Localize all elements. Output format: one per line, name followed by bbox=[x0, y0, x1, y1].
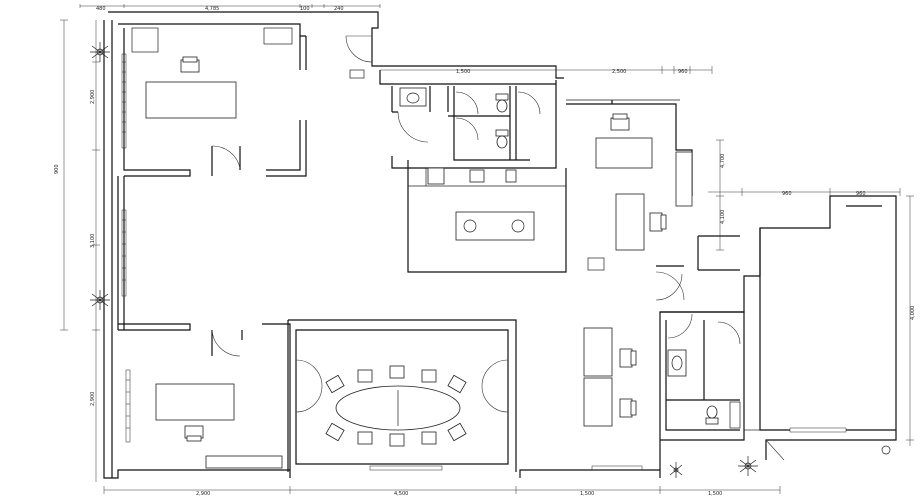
desk bbox=[583, 377, 613, 427]
office-chair-icon bbox=[180, 56, 200, 73]
toilet-icon bbox=[495, 93, 509, 113]
pantry bbox=[407, 160, 567, 273]
dimension-texts: 480 4,785 100 240 1,500 2,500 960 960 96… bbox=[54, 6, 916, 497]
dim-top-0: 480 bbox=[96, 6, 106, 12]
dim-right-1: 4,700 bbox=[720, 154, 726, 168]
office-chair-icon bbox=[649, 212, 667, 232]
office-chair-icon bbox=[184, 425, 204, 442]
dim-top-3: 240 bbox=[334, 6, 344, 12]
washroom-right bbox=[660, 311, 745, 441]
dim-bottom-2: 1,500 bbox=[580, 491, 594, 497]
wash-basin bbox=[399, 87, 427, 107]
desk bbox=[595, 137, 653, 169]
conference-room bbox=[287, 319, 517, 472]
sink bbox=[469, 169, 485, 183]
dim-top-2: 100 bbox=[300, 6, 310, 12]
toilet-block bbox=[379, 70, 557, 169]
dim-left-2: 3,100 bbox=[90, 234, 96, 248]
entrance-door bbox=[345, 35, 373, 63]
dim-top-8: 960 bbox=[856, 191, 866, 197]
office-chair-icon bbox=[610, 113, 630, 131]
dim-left-3: 2,900 bbox=[90, 392, 96, 406]
dim-top-1: 4,785 bbox=[205, 6, 219, 12]
plant-icon bbox=[90, 42, 110, 62]
plant-icon bbox=[669, 462, 683, 478]
toilet-icon bbox=[495, 129, 509, 149]
fixture-icon bbox=[881, 445, 891, 455]
dim-bottom-1: 4,500 bbox=[394, 491, 408, 497]
desk bbox=[615, 193, 645, 251]
dim-left-0: 900 bbox=[54, 164, 60, 174]
dim-bottom-3: 1,500 bbox=[708, 491, 722, 497]
workstations-lower-right bbox=[583, 273, 683, 471]
office-bottom-left bbox=[118, 323, 291, 470]
office-upper-right bbox=[566, 99, 740, 301]
dim-bottom-0: 2,900 bbox=[196, 491, 210, 497]
kitchen-island bbox=[455, 211, 535, 241]
office-top-left bbox=[121, 27, 307, 177]
office-chair-icon bbox=[619, 398, 637, 418]
stove bbox=[427, 167, 445, 185]
desk bbox=[145, 81, 237, 119]
dim-left-1: 2,900 bbox=[90, 90, 96, 104]
desk bbox=[583, 327, 613, 377]
dim-top-4: 1,500 bbox=[456, 69, 470, 75]
dim-right-2: 4,100 bbox=[720, 210, 726, 224]
dim-top-7: 960 bbox=[782, 191, 792, 197]
office-chair-icon bbox=[619, 348, 637, 368]
right-hall bbox=[744, 228, 896, 461]
plant-icon bbox=[738, 456, 758, 476]
dim-top-5: 2,500 bbox=[612, 69, 626, 75]
dim-right-0: 4,000 bbox=[910, 306, 916, 320]
desk bbox=[155, 383, 235, 421]
wash-basin bbox=[667, 349, 687, 377]
corridor-wall bbox=[117, 176, 125, 330]
toilet-icon bbox=[705, 405, 719, 425]
plant-icon bbox=[90, 290, 110, 310]
dimension-lines bbox=[60, 4, 914, 494]
dim-top-6: 960 bbox=[678, 69, 688, 75]
